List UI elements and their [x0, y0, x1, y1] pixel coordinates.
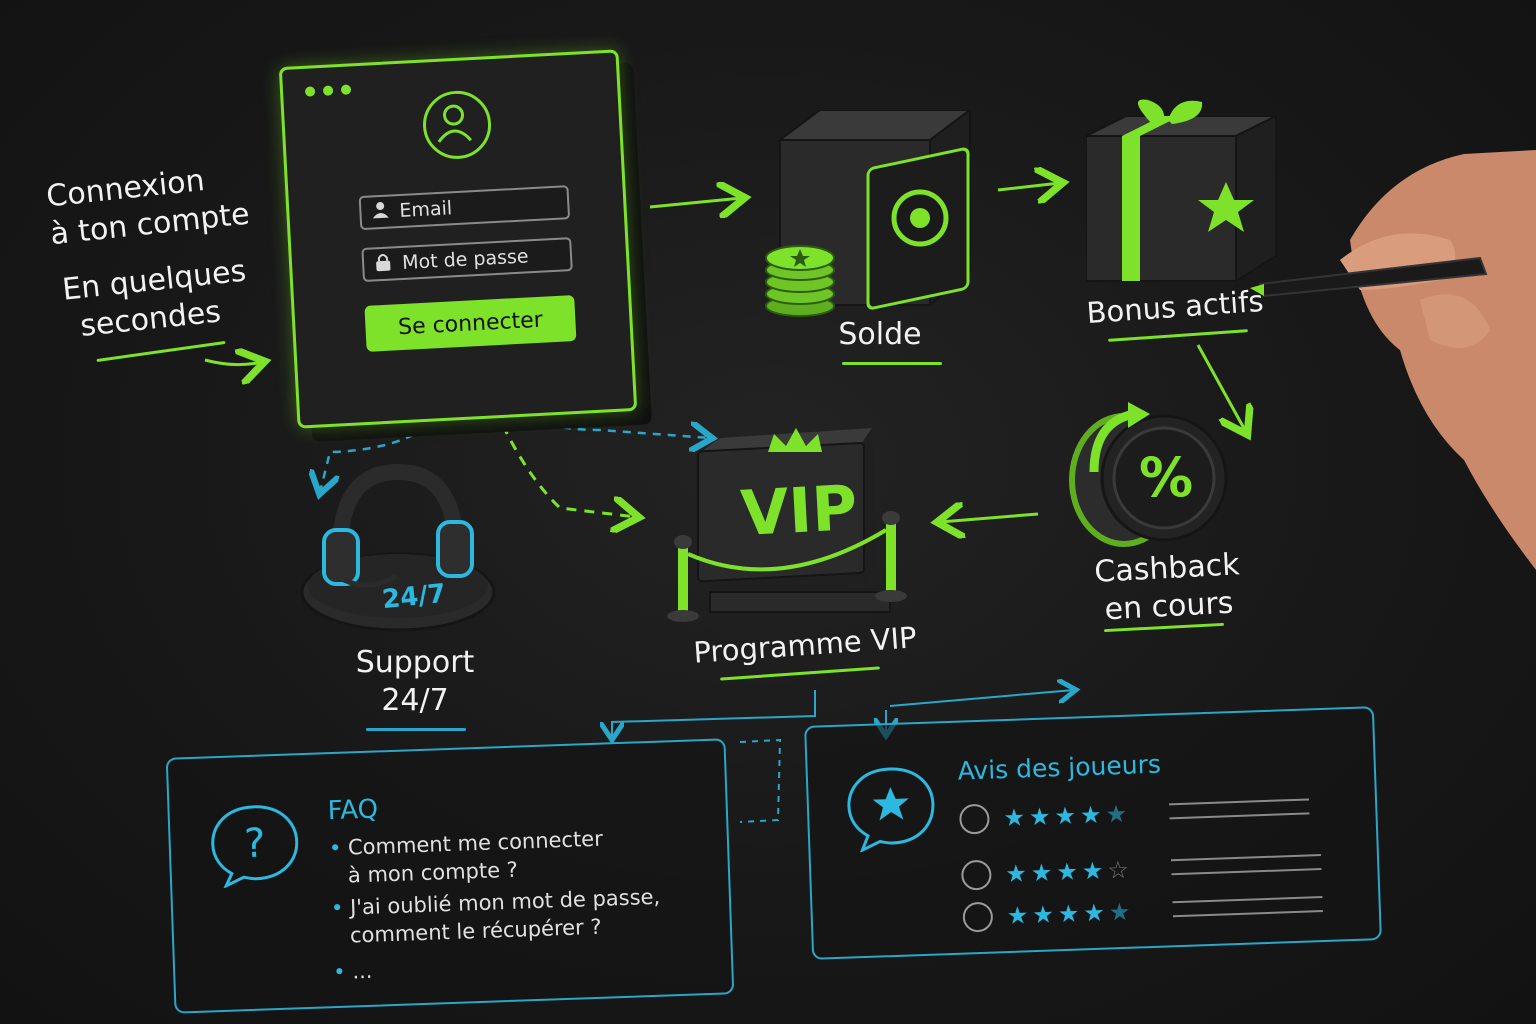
- arrow-bonus-to-cashback: [1196, 344, 1246, 432]
- arrow-vip-to-faq: [612, 690, 816, 738]
- review-row: ★★★★☆: [960, 855, 1134, 891]
- arrow-login-to-vip-top: [498, 391, 710, 438]
- review-text-placeholder: [1172, 896, 1323, 904]
- email-field[interactable]: Email: [358, 185, 571, 231]
- vip-sign-text: VIP: [738, 471, 860, 550]
- vip-sign-icon: VIP: [650, 424, 940, 634]
- window-dot: [304, 86, 316, 97]
- hand-with-pen: [1250, 150, 1536, 570]
- arrow-vip-to-reviews: [889, 690, 1074, 707]
- support-label: Support 24/7: [340, 644, 490, 720]
- support-line-2: 24/7: [381, 683, 449, 718]
- star-bubble-icon: [839, 761, 942, 854]
- support-underline: [366, 728, 466, 731]
- user-icon: [371, 200, 390, 224]
- lock-icon: [374, 251, 393, 277]
- arrow-login-to-balance: [649, 198, 742, 207]
- reviewer-avatar-icon: [962, 901, 994, 933]
- balance-label: Solde: [838, 317, 922, 352]
- reviewer-avatar-icon: [958, 803, 990, 835]
- review-text-placeholder: [1170, 854, 1321, 862]
- rating-stars: ★★★★★: [1002, 799, 1132, 833]
- cashback-coin-icon: %: [1064, 402, 1228, 552]
- question-bubble-icon: ?: [205, 799, 304, 889]
- cashback-label: Cashback en cours: [1076, 545, 1260, 630]
- faq-item[interactable]: • ...: [332, 958, 373, 985]
- arrow-intro-to-login: [204, 360, 262, 365]
- faq-title: FAQ: [327, 794, 379, 827]
- balance-underline: [842, 362, 942, 365]
- gift-icon: [1085, 96, 1286, 286]
- faq-item-line-1: ...: [351, 958, 373, 984]
- dashed-faq-link: [739, 738, 782, 823]
- review-text-placeholder: [1169, 812, 1310, 820]
- reviewer-avatar-icon: [960, 859, 992, 891]
- faq-item[interactable]: • J'ai oublié mon mot de passe, comment …: [331, 883, 662, 950]
- svg-text:?: ?: [243, 820, 266, 867]
- review-row: ★★★★★: [958, 799, 1132, 835]
- rating-stars: ★★★★☆: [1004, 855, 1134, 889]
- support-line-1: Support: [355, 645, 475, 680]
- review-text-placeholder: [1171, 868, 1322, 876]
- window-dot: [340, 84, 352, 95]
- review-text-placeholder: [1172, 910, 1323, 918]
- faq-item[interactable]: • Comment me connecter à mon compte ?: [328, 825, 604, 891]
- reviews-title: Avis des joueurs: [957, 749, 1162, 786]
- percent-symbol: %: [1138, 446, 1194, 509]
- coin-stack-icon: [760, 240, 840, 320]
- review-row: ★★★★★: [962, 897, 1135, 933]
- review-text-placeholder: [1169, 798, 1309, 806]
- password-field[interactable]: Mot de passe: [361, 237, 573, 283]
- password-placeholder: Mot de passe: [401, 245, 530, 274]
- window-dot: [322, 85, 334, 96]
- rating-stars: ★★★★★: [1006, 897, 1135, 931]
- headset-icon: 24/7: [300, 462, 500, 632]
- email-placeholder: Email: [398, 197, 453, 223]
- faq-panel: ? FAQ • Comment me connecter à mon compt…: [165, 738, 735, 1014]
- arrow-balance-to-bonus: [997, 183, 1060, 190]
- arrow-cashback-to-vip: [940, 514, 1039, 522]
- connect-button[interactable]: Se connecter: [364, 295, 577, 352]
- window-dots: [304, 84, 352, 97]
- user-avatar-icon: [421, 89, 493, 161]
- reviews-panel: Avis des joueurs ★★★★★ ★★★★☆ ★★★★★: [804, 706, 1382, 960]
- login-window: Email Mot de passe Se connecter: [278, 49, 638, 429]
